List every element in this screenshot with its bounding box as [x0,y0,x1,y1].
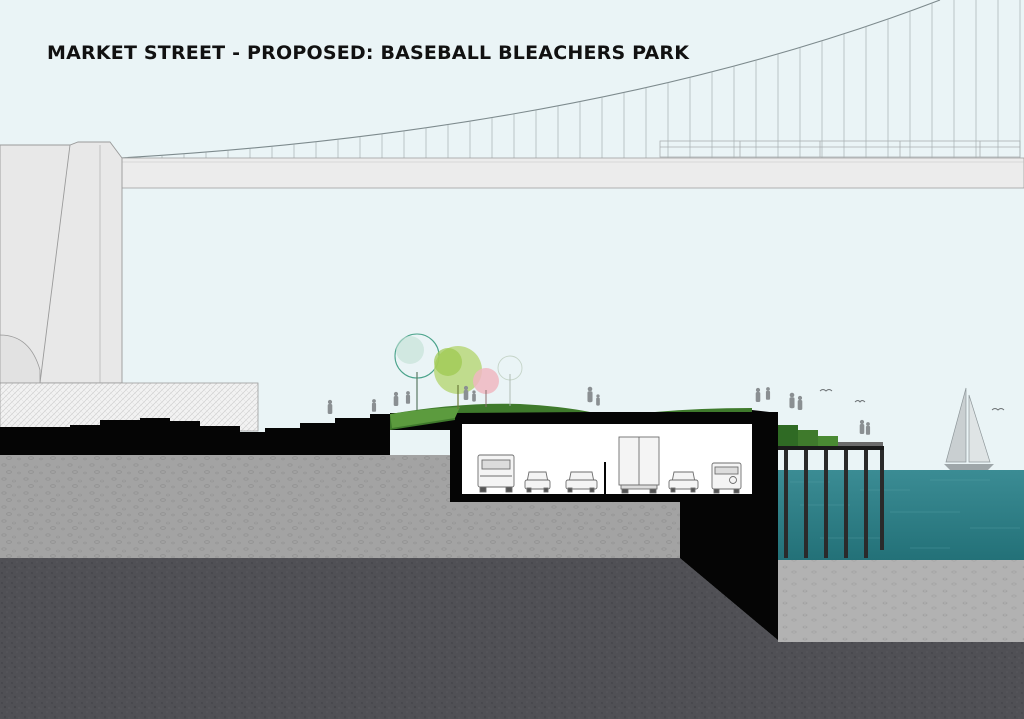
bleacher-steps [778,425,884,450]
person-icon [327,399,333,414]
tree-icon [434,346,482,409]
box-truck-icon [618,436,660,494]
sailboat-icon [944,387,994,470]
person-icon [587,386,593,403]
drawing-title: MARKET STREET - PROPOSED: BASEBALL BLEAC… [47,42,690,64]
person-icon [865,422,871,435]
person-icon [371,399,377,412]
bird-icon [854,400,866,403]
car-icon [524,471,551,493]
tree-icon [473,368,499,407]
bird-icon [991,408,1005,411]
van-icon [711,462,742,494]
person-icon [596,394,600,406]
anchorage-arch [0,334,41,384]
person-icon [472,390,476,402]
bridge-hangers [139,0,1021,158]
person-icon [393,391,399,406]
person-icon [859,419,865,434]
train-icon [659,140,1021,158]
soil-right [778,558,1024,648]
person-icon [789,392,795,409]
soil-upper [0,455,680,558]
bay-water [778,470,1024,560]
soil-lower [0,558,778,719]
person-icon [405,391,411,404]
green-roof-right [655,408,752,412]
car-icon [565,471,598,493]
people-group [327,385,871,435]
person-icon [765,387,771,400]
pier-piles [784,450,884,558]
main-cable [119,0,941,159]
bird-icon [819,389,833,392]
person-icon [755,387,761,402]
car-icon [668,471,699,493]
bridge-deck [119,157,1024,189]
truck-icon [477,454,515,493]
person-icon [797,395,803,410]
person-icon [463,385,469,400]
tree-icon [497,355,523,406]
tree-icon [394,333,440,410]
